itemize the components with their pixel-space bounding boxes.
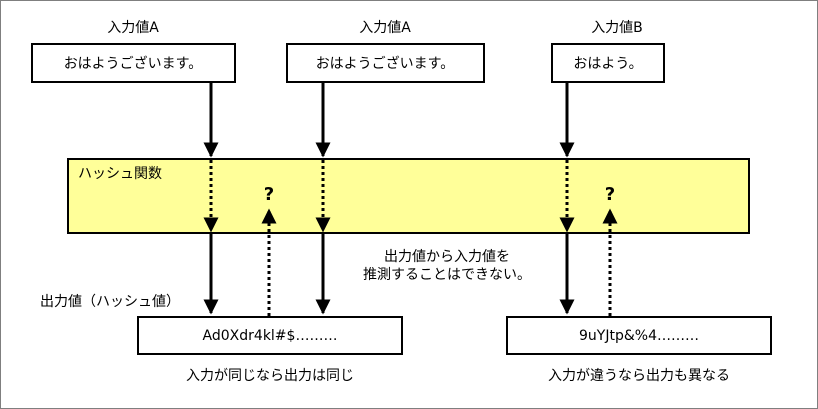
irreversible-note-line2: 推測することはできない。 xyxy=(363,267,531,283)
unknown-mark-a: ? xyxy=(264,184,274,205)
output-value-a: Ad0Xdr4kl#$……… xyxy=(203,328,338,344)
input-value-a2: おはようございます。 xyxy=(316,55,455,72)
output-box-a: Ad0Xdr4kl#$……… xyxy=(137,316,403,355)
output-box-b: 9uYJtp&%4……… xyxy=(506,316,772,355)
hash-function-box: ハッシュ関数 ? ? xyxy=(67,158,750,234)
output-value-b: 9uYJtp&%4……… xyxy=(579,328,699,344)
input-box-b: おはよう。 xyxy=(551,43,665,83)
output-label: 出力値（ハッシュ値） xyxy=(40,294,180,310)
hash-function-label: ハッシュ関数 xyxy=(78,166,162,182)
input-value-b: おはよう。 xyxy=(573,56,642,72)
output-caption-b: 入力が違うなら出力も異なる xyxy=(548,368,730,384)
input-value-a1: おはようございます。 xyxy=(64,55,203,72)
input-box-a2: おはようございます。 xyxy=(286,43,485,83)
input-label-a2: 入力値A xyxy=(359,20,411,36)
irreversible-note-line1: 出力値から入力値を xyxy=(384,249,510,265)
output-caption-a: 入力が同じなら出力は同じ xyxy=(186,368,354,384)
input-label-a1: 入力値A xyxy=(107,20,159,36)
input-label-b: 入力値B xyxy=(591,20,643,36)
input-box-a1: おはようございます。 xyxy=(31,43,236,83)
unknown-mark-b: ? xyxy=(605,184,615,205)
